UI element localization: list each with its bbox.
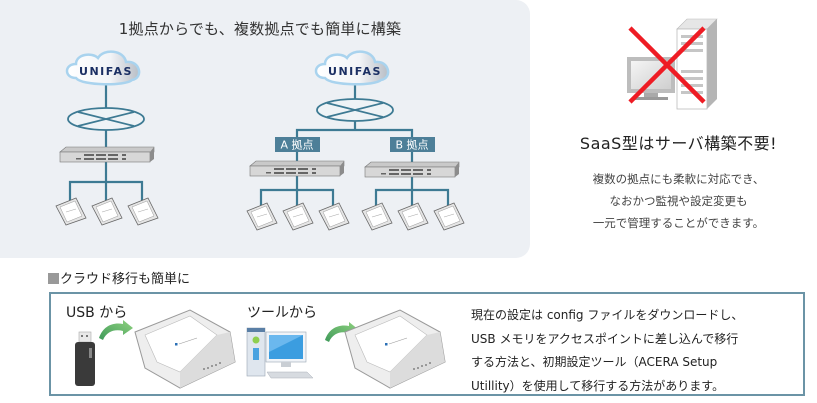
cloud-label: UNIFAS bbox=[328, 65, 382, 78]
saas-description-line: なおかつ監視や設定変更も bbox=[609, 194, 748, 208]
usb-drive-icon bbox=[75, 331, 95, 386]
site-b-badge bbox=[390, 137, 435, 152]
migration-heading-text: クラウド移行も簡単に bbox=[60, 272, 191, 287]
access-point-icon bbox=[127, 197, 159, 226]
access-point-icon bbox=[282, 202, 314, 231]
panel-title: 1拠点からでも、複数拠点でも簡単に構築 bbox=[118, 20, 402, 38]
cloud-label: UNIFAS bbox=[79, 65, 133, 78]
access-point-icon bbox=[397, 202, 429, 231]
router-icon bbox=[67, 107, 145, 131]
site-b-label: B 拠点 bbox=[395, 139, 428, 152]
saas-title: SaaS型はサーバ構築不要! bbox=[579, 134, 778, 153]
site-a-badge bbox=[275, 137, 320, 152]
saas-description: 複数の拠点にも柔軟に対応でき、 なおかつ監視や設定変更も 一元で管理することがで… bbox=[540, 168, 817, 234]
network-diagram: UNIFAS UNIFAS A 拠点 B 拠点 bbox=[55, 50, 465, 231]
migration-illustrations bbox=[75, 309, 446, 389]
site-a-label: A 拠点 bbox=[280, 139, 313, 152]
access-point-icon bbox=[246, 202, 278, 231]
square-bullet-icon bbox=[48, 273, 59, 284]
access-point-icon bbox=[433, 202, 465, 231]
single-site-network: UNIFAS bbox=[55, 50, 159, 226]
switch-icon bbox=[364, 161, 460, 178]
migration-description-line: 現在の設定は config ファイルをダウンロードし、 bbox=[471, 308, 744, 322]
migration-description-line: Utillity）を使用して移行する方法があります。 bbox=[471, 378, 725, 393]
switch-icon bbox=[59, 146, 155, 163]
saas-description-line: 複数の拠点にも柔軟に対応でき、 bbox=[592, 172, 765, 186]
green-arrow-icon bbox=[99, 320, 133, 340]
access-point-icon bbox=[344, 309, 446, 389]
migration-heading: クラウド移行も簡単に bbox=[48, 268, 190, 287]
method-usb-label: USB から bbox=[66, 305, 128, 321]
desktop-pc-icon bbox=[246, 327, 314, 379]
server-crossed-out-icon bbox=[627, 18, 718, 110]
migration-description-line: する方法と、初期設定ツール（ACERA Setup bbox=[471, 355, 718, 369]
monitor-icon bbox=[627, 57, 675, 100]
router-icon bbox=[316, 98, 394, 122]
method-tool-label: ツールから bbox=[247, 305, 317, 321]
access-point-icon bbox=[318, 202, 350, 231]
migration-description-line: USB メモリをアクセスポイントに差し込んで移行 bbox=[471, 331, 739, 346]
access-point-icon bbox=[91, 197, 123, 226]
access-point-icon bbox=[361, 202, 393, 231]
saas-description-line: 一元で管理することができます。 bbox=[592, 216, 765, 230]
switch-icon bbox=[249, 160, 345, 177]
migration-box: USB から ツールから bbox=[49, 292, 805, 396]
access-point-icon bbox=[134, 309, 236, 389]
multi-site-network: UNIFAS A 拠点 B 拠点 bbox=[246, 50, 465, 231]
migration-description: 現在の設定は config ファイルをダウンロードし、 USB メモリをアクセス… bbox=[471, 304, 797, 398]
access-point-icon bbox=[55, 197, 87, 226]
cross-mark-icon bbox=[628, 26, 706, 104]
